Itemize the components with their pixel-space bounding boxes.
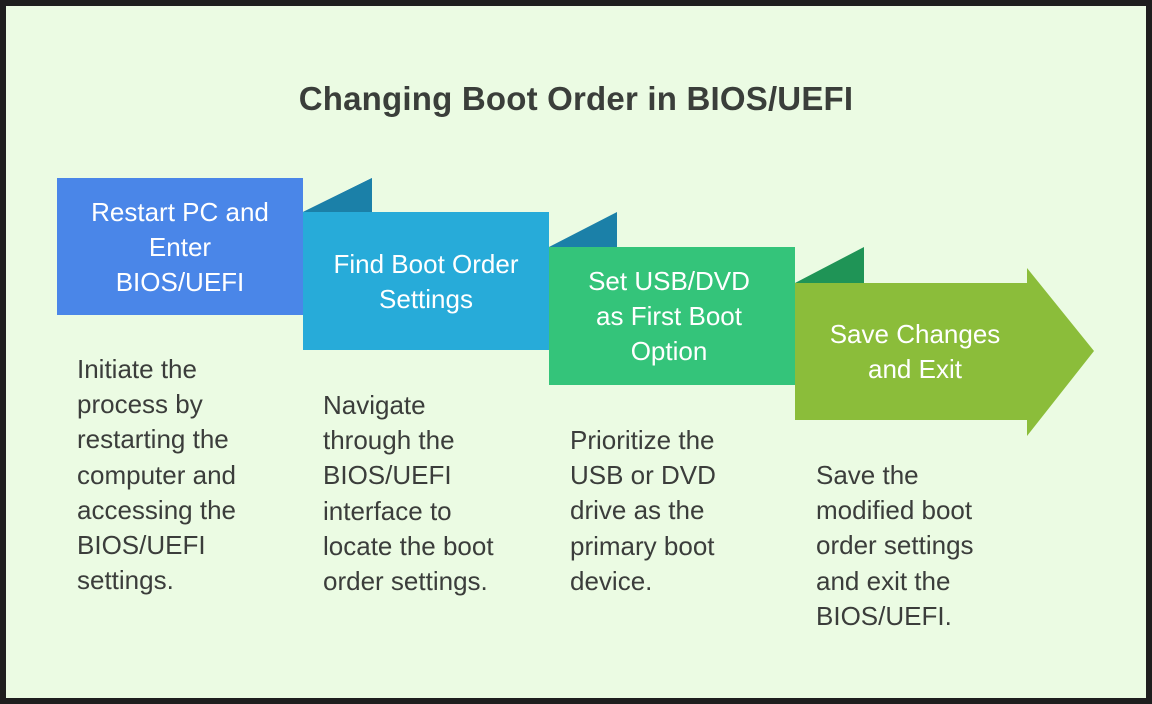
step-3-description: Prioritize the USB or DVD drive as the p…	[570, 425, 716, 596]
step-3-box	[549, 247, 795, 385]
step-1-label: Restart PC and Enter BIOS/UEFI	[91, 197, 269, 297]
step-2-box	[303, 212, 549, 350]
step-4-label: Save Changes and Exit	[829, 319, 1001, 384]
diagram-title: Changing Boot Order in BIOS/UEFI	[298, 80, 854, 117]
step-2-fold-upper	[549, 212, 617, 247]
step-3-fold	[795, 247, 864, 283]
step-2-label: Find Boot Order Settings	[333, 249, 519, 314]
step-4-arrow	[795, 268, 1094, 436]
step-2-fold	[303, 178, 372, 212]
step-2-description: Navigate through the BIOS/UEFI interface…	[323, 390, 494, 597]
step-4-description: Save the modified boot order settings an…	[816, 460, 974, 631]
step-1-description: Initiate the process by restarting the c…	[77, 354, 236, 596]
step-1-box	[57, 178, 303, 315]
step-3-label: Set USB/DVD as First Boot Option	[588, 266, 750, 366]
